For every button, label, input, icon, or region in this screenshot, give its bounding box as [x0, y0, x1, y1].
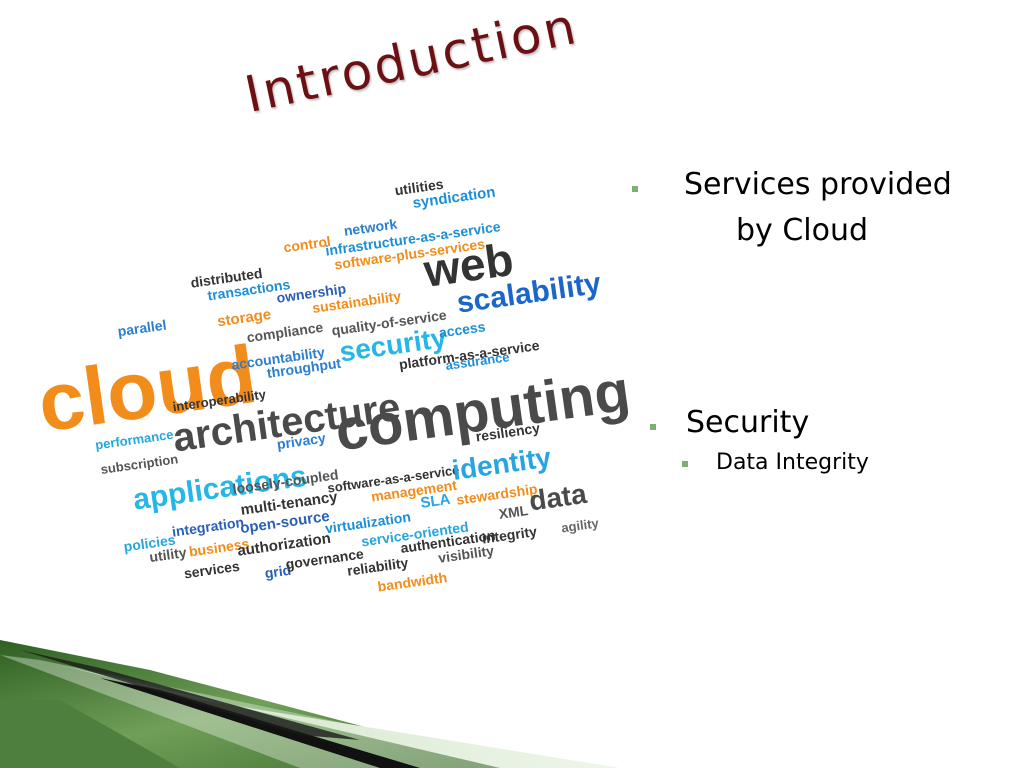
bullet-square-icon	[632, 186, 638, 192]
bullet-services-line2: by Cloud	[736, 213, 869, 248]
word-cloud-term: utilities	[394, 176, 445, 199]
word-cloud-term: XML	[498, 502, 530, 522]
bullet-security: Security	[686, 405, 810, 440]
word-cloud-term: grid	[264, 562, 292, 582]
word-cloud-term: integrity	[481, 523, 538, 547]
word-cloud-term: parallel	[117, 317, 168, 340]
bullet-services-line1: Services provided	[684, 167, 952, 202]
word-cloud-term: control	[283, 233, 332, 255]
word-cloud-term: privacy	[276, 430, 327, 453]
word-cloud-term: visibility	[437, 542, 495, 566]
word-cloud-term: policies	[123, 531, 177, 554]
word-cloud-term: network	[343, 215, 399, 238]
bullet-square-icon	[650, 424, 656, 430]
word-cloud-term: utility	[148, 544, 187, 565]
word-cloud-term: access	[438, 318, 487, 340]
word-cloud-term: services	[183, 558, 241, 582]
word-cloud-term: web	[420, 233, 517, 297]
sub-bullet-square-icon	[682, 461, 688, 467]
sub-bullet-data-integrity: Data Integrity	[716, 450, 869, 475]
word-cloud-term: agility	[560, 515, 600, 535]
word-cloud-term: SLA	[419, 491, 451, 512]
